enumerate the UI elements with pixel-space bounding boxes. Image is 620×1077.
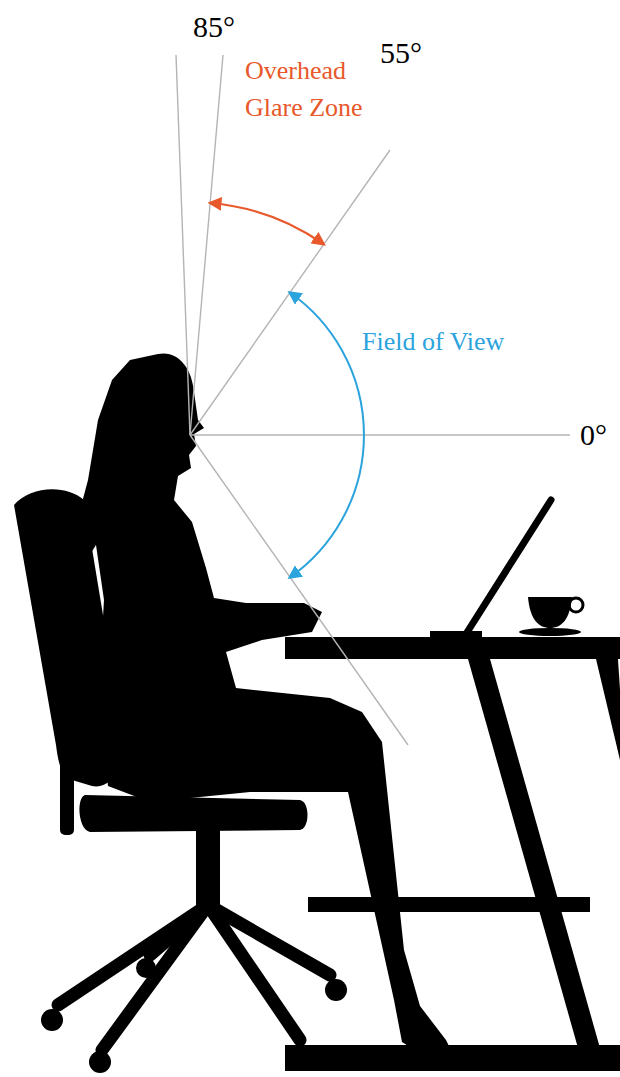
sight-lines [176,55,570,745]
glare-zone-arc [210,203,323,244]
angle-label: 0° [580,418,607,451]
angle-label: 55° [380,36,422,69]
angle-label: 85° [193,10,235,43]
zone-label: Overhead Glare Zone [245,52,367,126]
cup-silhouette [519,597,583,636]
laptop-silhouette [430,500,551,638]
woman-silhouette [72,353,452,1056]
field-of-view-arc [290,293,364,578]
zone-label: Field of View [362,328,504,357]
